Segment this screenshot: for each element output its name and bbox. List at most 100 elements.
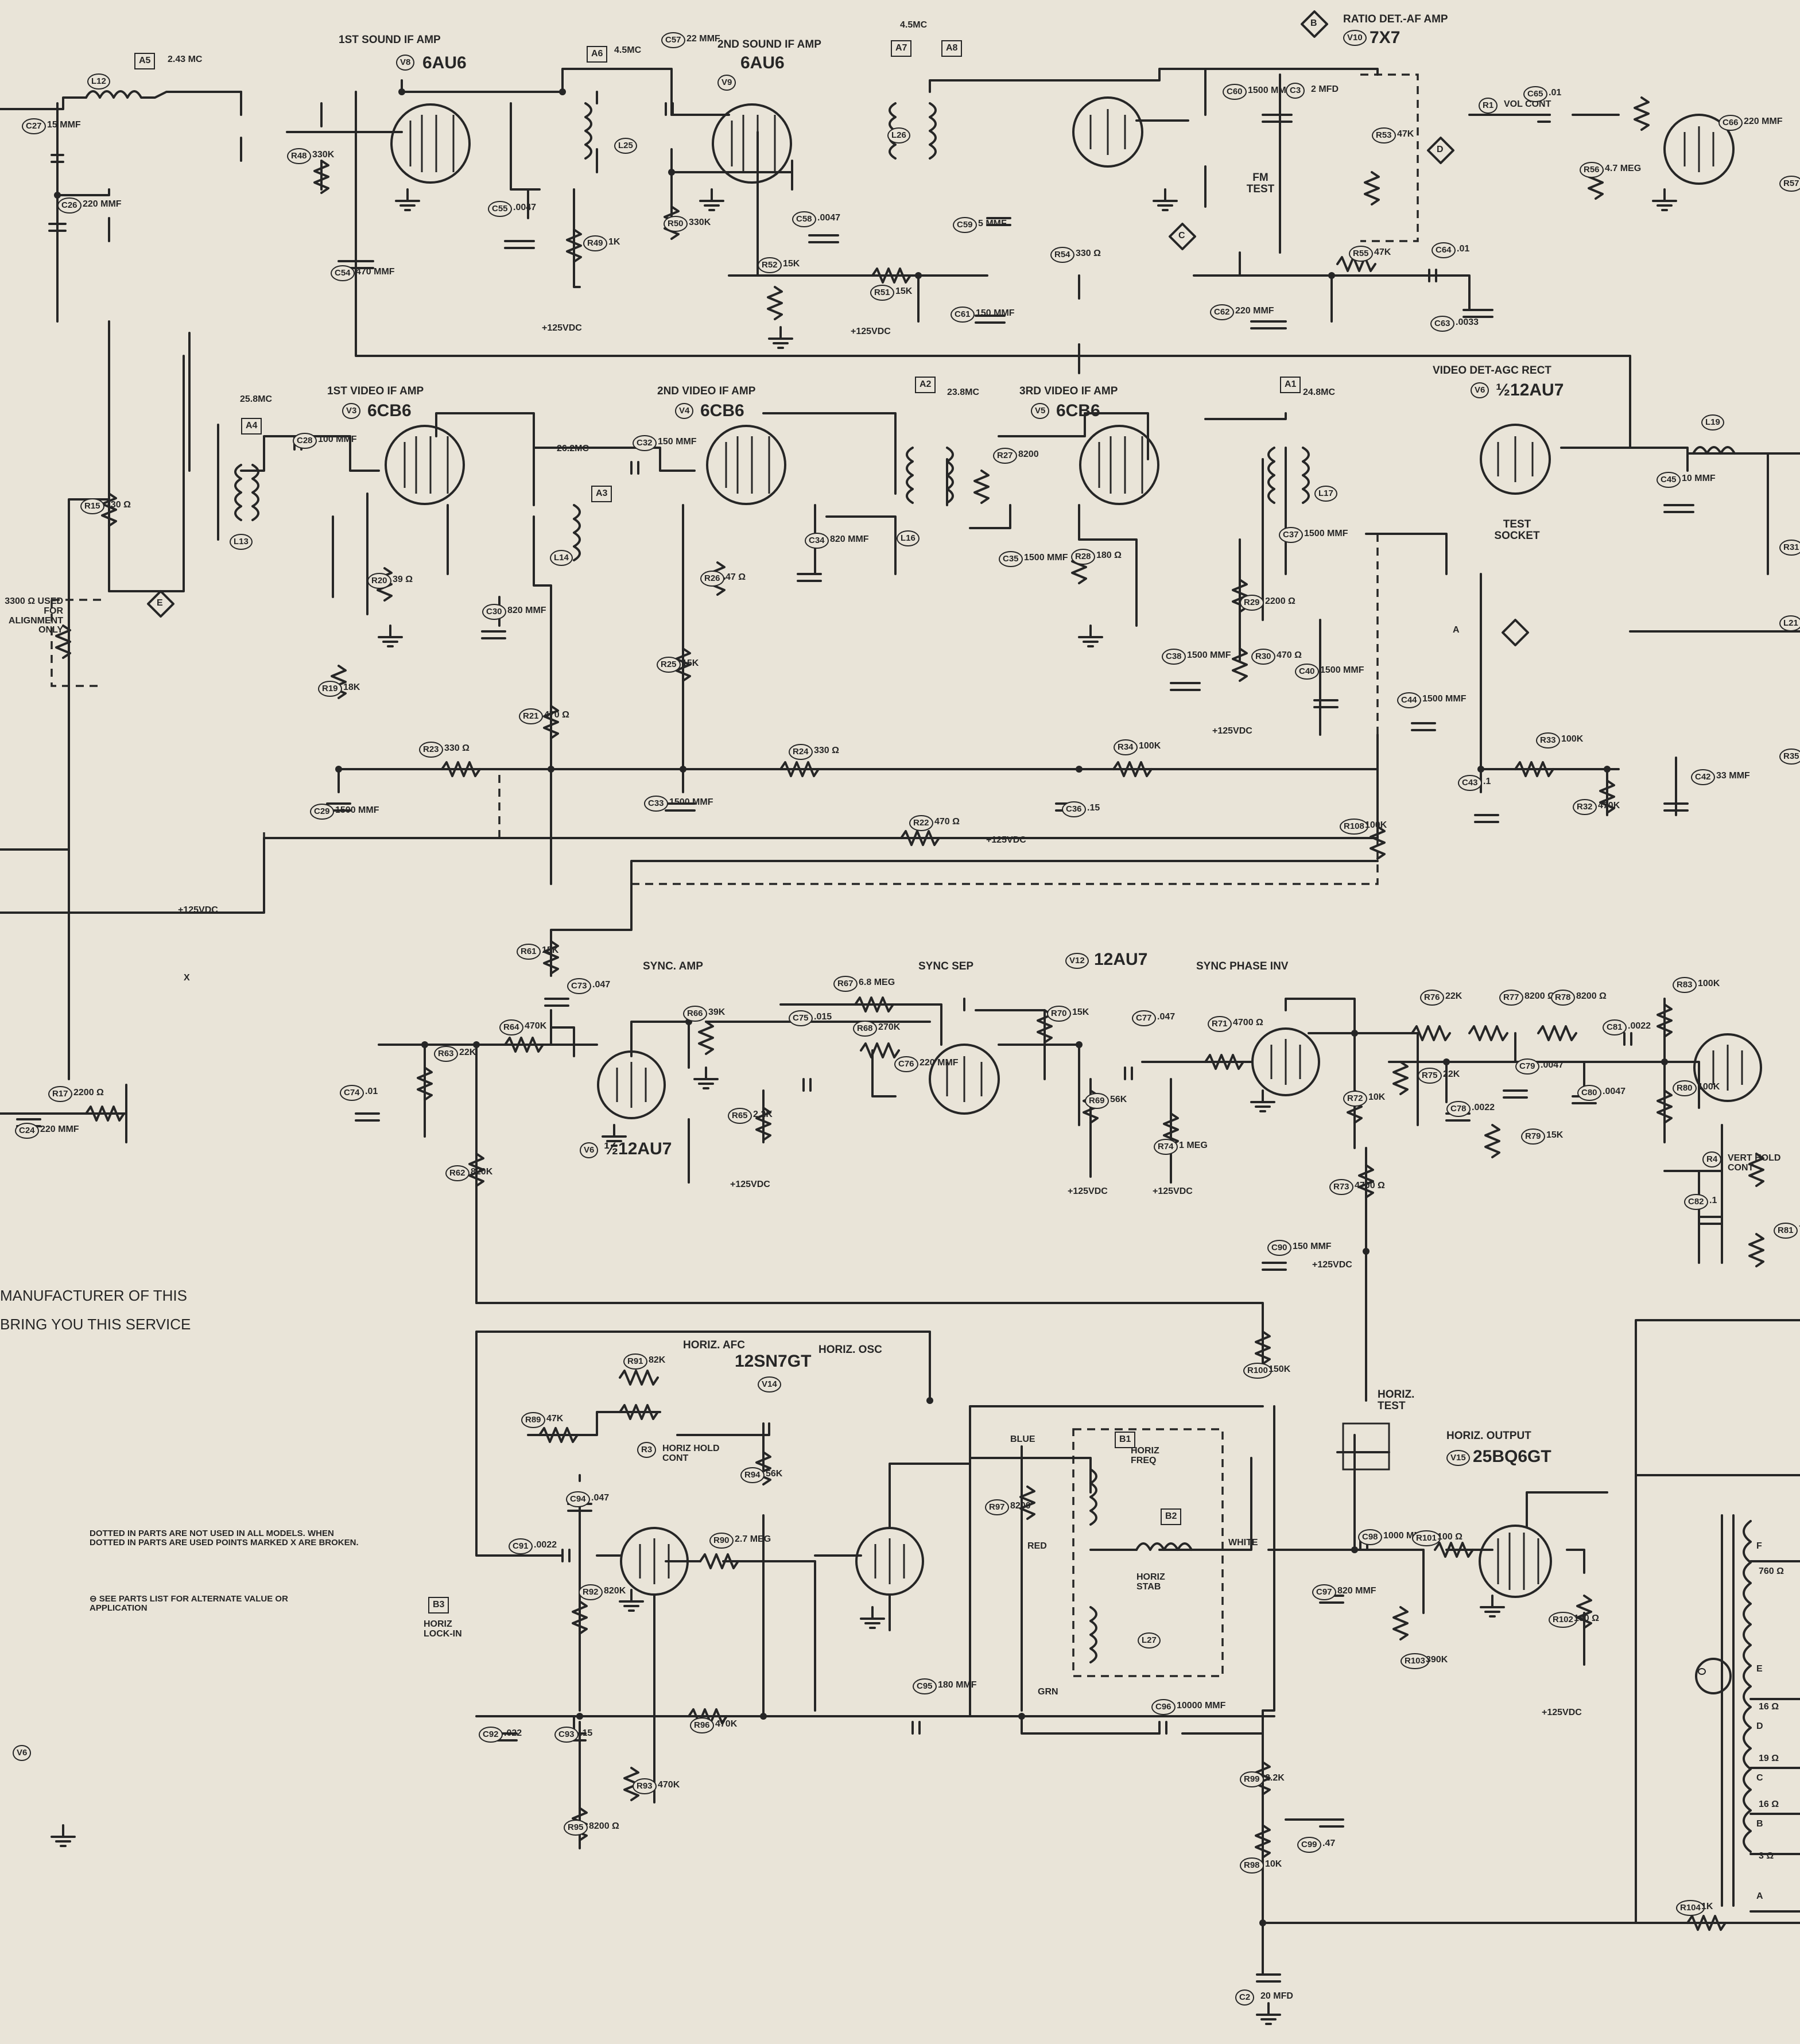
stage-title-video-if-3: 3RD VIDEO IF AMP xyxy=(1019,385,1118,397)
component-value-c59: 5 MMF xyxy=(978,219,1007,228)
component-ref-c95: C95 xyxy=(913,1678,937,1694)
t2-tap-a-l: A xyxy=(1756,1891,1763,1901)
component-ref-c73: C73 xyxy=(567,978,591,994)
component-ref-r68: R68 xyxy=(853,1021,877,1037)
component-value-c81: .0022 xyxy=(1628,1021,1651,1031)
tube-ref-v10: V10 xyxy=(1343,30,1367,46)
supply-bplus-10: +125VDC xyxy=(1542,1708,1582,1717)
component-value-c30: 820 MMF xyxy=(507,606,546,615)
t2-tap-b: 3 Ω xyxy=(1759,1851,1774,1861)
component-value-r65: 2.2K xyxy=(753,1110,773,1119)
t2-ref xyxy=(1698,1668,1706,1675)
component-ref-r56: R56 xyxy=(1580,162,1604,178)
t2-tap-c: 16 Ω xyxy=(1759,1799,1779,1809)
tube-type-v15: 25BQ6GT xyxy=(1473,1447,1551,1466)
component-value-r70: 15K xyxy=(1072,1007,1089,1017)
component-ref-r78: R78 xyxy=(1551,990,1575,1006)
component-value-r49: 1K xyxy=(608,237,620,247)
component-ref-r69: R69 xyxy=(1085,1093,1109,1109)
component-ref-r29: R29 xyxy=(1240,595,1264,611)
tube-ref-v15: V15 xyxy=(1446,1450,1470,1466)
component-ref-c61: C61 xyxy=(951,307,975,323)
marker-a3: A3 xyxy=(591,486,612,502)
component-value-c99: .47 xyxy=(1322,1839,1336,1848)
component-value-r54: 330 Ω xyxy=(1076,249,1101,258)
component-ref-r49: R49 xyxy=(583,235,607,251)
component-value-r76: 22K xyxy=(1445,991,1463,1001)
component-ref-r15: R15 xyxy=(80,498,104,514)
component-value-c33: 1500 MMF xyxy=(669,797,713,807)
tube-v12b xyxy=(1251,1027,1320,1096)
component-value-r25: 15K xyxy=(682,658,699,668)
component-ref-r80: R80 xyxy=(1673,1080,1697,1096)
component-ref-r1: R1 xyxy=(1479,98,1498,114)
tube-type-v6-sync: ½12AU7 xyxy=(604,1139,672,1158)
video-if-wiring xyxy=(0,320,1800,1080)
component-ref-c36: C36 xyxy=(1062,801,1086,817)
component-value-r96: 470K xyxy=(715,1719,738,1729)
stage-title-ratio-det: RATIO DET.-AF AMP xyxy=(1343,13,1448,25)
component-value-r51: 15K xyxy=(895,286,913,296)
component-value-r30: 470 Ω xyxy=(1277,650,1302,660)
diamond-a: A xyxy=(1453,625,1460,635)
component-ref-r30: R30 xyxy=(1251,649,1275,665)
note-alternate-value: ⊖ SEE PARTS LIST FOR ALTERNATE VALUE OR … xyxy=(90,1594,288,1613)
component-ref-r50: R50 xyxy=(664,216,688,232)
component-value-c79: .0047 xyxy=(1541,1060,1564,1070)
tube-type-v12: 12AU7 xyxy=(1094,950,1148,969)
tube-type-v9: 6AU6 xyxy=(740,53,785,72)
component-value-r24: 330 Ω xyxy=(814,746,839,755)
diamond-markers xyxy=(147,10,1529,646)
component-ref-r62: R62 xyxy=(445,1165,470,1181)
component-ref-r103: R103 xyxy=(1401,1653,1429,1669)
component-ref-r100: R100 xyxy=(1243,1363,1272,1379)
component-value-r34: 100K xyxy=(1139,741,1161,751)
note-dotted-parts: DOTTED IN PARTS ARE NOT USED IN ALL MODE… xyxy=(90,1529,359,1547)
component-value-c96: 10000 MMF xyxy=(1177,1701,1226,1711)
t2-tap-e-l: E xyxy=(1756,1664,1763,1674)
component-ref-r108: R108 xyxy=(1340,819,1368,835)
component-ref-r98: R98 xyxy=(1240,1857,1264,1874)
tube-type-v8: 6AU6 xyxy=(422,53,467,72)
marker-a2: A2 xyxy=(915,377,936,393)
component-ref-c43: C43 xyxy=(1458,775,1482,791)
component-ref-r54: R54 xyxy=(1050,247,1074,263)
component-value-r17: 2200 Ω xyxy=(73,1088,104,1097)
component-value-r23: 330 Ω xyxy=(444,743,470,753)
component-ref-r52: R52 xyxy=(758,257,782,273)
supply-bplus-7: +125VDC xyxy=(1068,1186,1108,1196)
supply-bplus-3: +125VDC xyxy=(1212,726,1252,736)
component-value-c45: 10 MMF xyxy=(1682,474,1716,483)
component-ref-c77: C77 xyxy=(1132,1010,1156,1026)
component-ref-c97: C97 xyxy=(1312,1584,1336,1600)
component-value-c43: .1 xyxy=(1483,777,1491,786)
t2-tap-b-l: B xyxy=(1756,1819,1763,1829)
tube-v15 xyxy=(1479,1525,1552,1598)
tube-type-v10: 7X7 xyxy=(1370,28,1401,47)
supply-bplus-9: +125VDC xyxy=(1312,1260,1352,1270)
tube-v14b xyxy=(855,1527,924,1596)
component-value-c95: 180 MMF xyxy=(938,1680,977,1690)
component-value-r89: 47K xyxy=(546,1414,564,1424)
component-value-c29: 1500 MMF xyxy=(335,805,379,815)
fm-test-label: FM TEST xyxy=(1246,172,1275,195)
component-ref-r65: R65 xyxy=(728,1108,752,1124)
component-value-c74: .01 xyxy=(365,1087,378,1096)
tube-type-v5: 6CB6 xyxy=(1056,401,1100,420)
component-value-c65: .01 xyxy=(1549,88,1562,98)
tube-type-v3: 6CB6 xyxy=(367,401,412,420)
component-ref-l14: L14 xyxy=(550,550,573,566)
coil-horiz-lockin: HORIZ LOCK-IN xyxy=(424,1619,462,1639)
tube-v9 xyxy=(712,103,792,184)
stage-title-video-if-2: 2ND VIDEO IF AMP xyxy=(657,385,756,397)
component-ref-c30: C30 xyxy=(482,604,506,620)
component-value-r68: 270K xyxy=(878,1022,901,1032)
component-value-r48: 330K xyxy=(312,150,335,160)
component-ref-c59: C59 xyxy=(953,217,977,233)
component-ref-r24: R24 xyxy=(789,744,813,760)
component-ref-c80: C80 xyxy=(1577,1085,1601,1101)
t2-tap-f-l: F xyxy=(1756,1541,1762,1551)
component-ref-l13: L13 xyxy=(230,534,253,550)
test-socket-label: TEST SOCKET xyxy=(1494,518,1540,542)
component-ref-r48: R48 xyxy=(287,148,311,164)
